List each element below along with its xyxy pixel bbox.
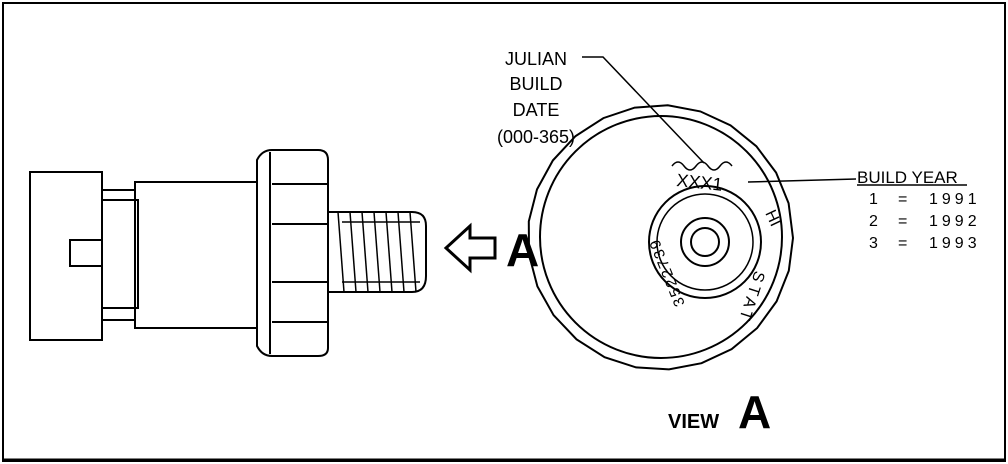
julian-line-2: BUILD <box>509 74 562 94</box>
julian-callout: JULIAN BUILD DATE (000-365) <box>497 49 705 164</box>
julian-line-1: JULIAN <box>505 49 567 69</box>
julian-line-3: DATE <box>513 100 560 120</box>
build-year-eq-2: = <box>898 213 907 230</box>
build-year-leader-line <box>747 178 857 183</box>
build-year-callout: BUILD YEAR 1 = 1991 2 = 1992 3 = 1993 <box>747 168 981 252</box>
julian-bracket <box>671 161 733 171</box>
view-label: VIEW A <box>668 386 771 438</box>
build-year-eq-1: = <box>898 191 907 208</box>
build-year-code-3: 3 <box>869 235 878 252</box>
arrow-label: A <box>506 224 539 276</box>
arrow-icon <box>443 222 497 274</box>
view-label-prefix: VIEW <box>668 411 719 433</box>
sensor-side-view <box>29 149 427 357</box>
face-text-stat: STAT <box>734 269 767 326</box>
thread-lines <box>337 211 417 293</box>
build-year-code-1: 1 <box>869 191 878 208</box>
face-text-hi: HI <box>761 208 783 230</box>
build-year-value-2: 1992 <box>929 213 981 230</box>
julian-line-4: (000-365) <box>497 127 575 147</box>
build-year-code-2: 2 <box>869 213 878 230</box>
build-year-value-1: 1991 <box>929 191 981 208</box>
build-year-title: BUILD YEAR <box>857 168 958 187</box>
hex-face-outline <box>527 104 795 371</box>
build-year-eq-3: = <box>898 235 907 252</box>
hex-nut <box>256 149 329 357</box>
connector-neck <box>101 199 139 309</box>
connector-latch <box>69 239 103 267</box>
view-label-letter: A <box>738 386 771 438</box>
date-code-text: XXX1 <box>676 170 724 195</box>
port-hole <box>690 227 720 257</box>
port-outer-ring <box>648 185 762 299</box>
connector-block <box>29 171 103 341</box>
build-year-value-3: 1993 <box>929 235 981 252</box>
port-middle-ring <box>656 193 754 291</box>
face-inner-ring <box>539 115 783 359</box>
julian-leader-line <box>582 56 705 164</box>
view-arrow: A <box>443 222 539 276</box>
sensor-body <box>134 181 258 329</box>
port-inner-ring <box>680 217 730 267</box>
